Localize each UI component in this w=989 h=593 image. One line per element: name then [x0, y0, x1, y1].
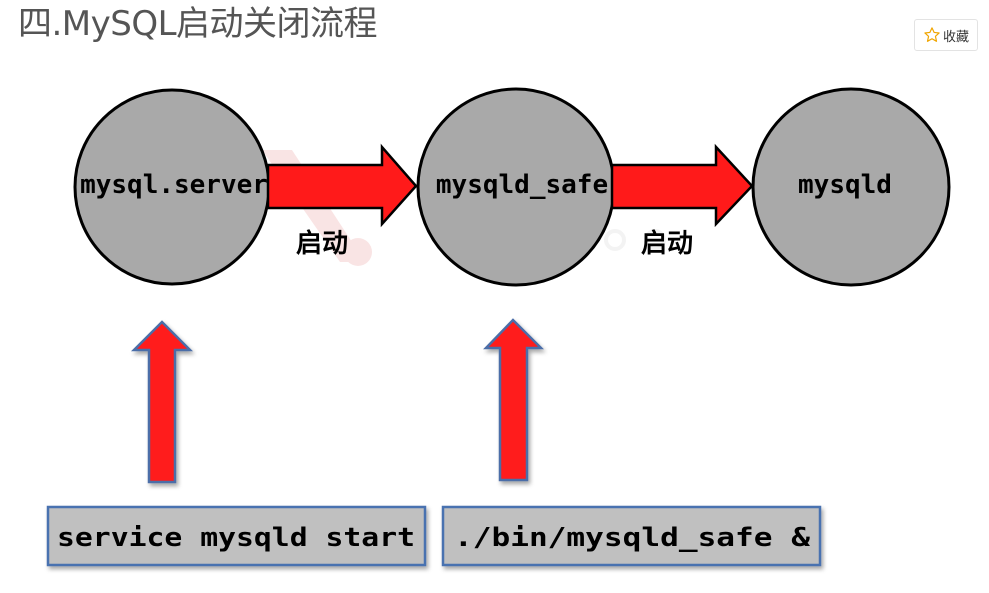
command-label-2: ./bin/mysqld_safe &	[454, 523, 810, 553]
star-outline-icon	[924, 27, 940, 42]
favorite-button[interactable]: 收藏	[914, 19, 978, 51]
page-title: 四.MySQL启动关闭流程	[18, 4, 378, 44]
start-arrow-2	[610, 143, 754, 228]
node-label-mysql-server: mysql.server	[80, 170, 268, 200]
up-arrow-2	[483, 318, 545, 482]
edge-label-2: 启动	[641, 228, 693, 259]
up-arrow-1	[130, 320, 194, 484]
command-box-1	[46, 505, 427, 567]
start-arrow-1	[266, 143, 418, 228]
edge-label-1: 启动	[296, 228, 348, 259]
node-label-mysqld: mysqld	[798, 170, 892, 200]
command-label-1: service mysqld start	[57, 523, 415, 553]
favorite-label: 收藏	[942, 29, 969, 45]
node-label-mysqld-safe: mysqld_safe	[436, 170, 608, 200]
command-box-2	[441, 505, 822, 567]
node-mysqld	[751, 87, 951, 287]
